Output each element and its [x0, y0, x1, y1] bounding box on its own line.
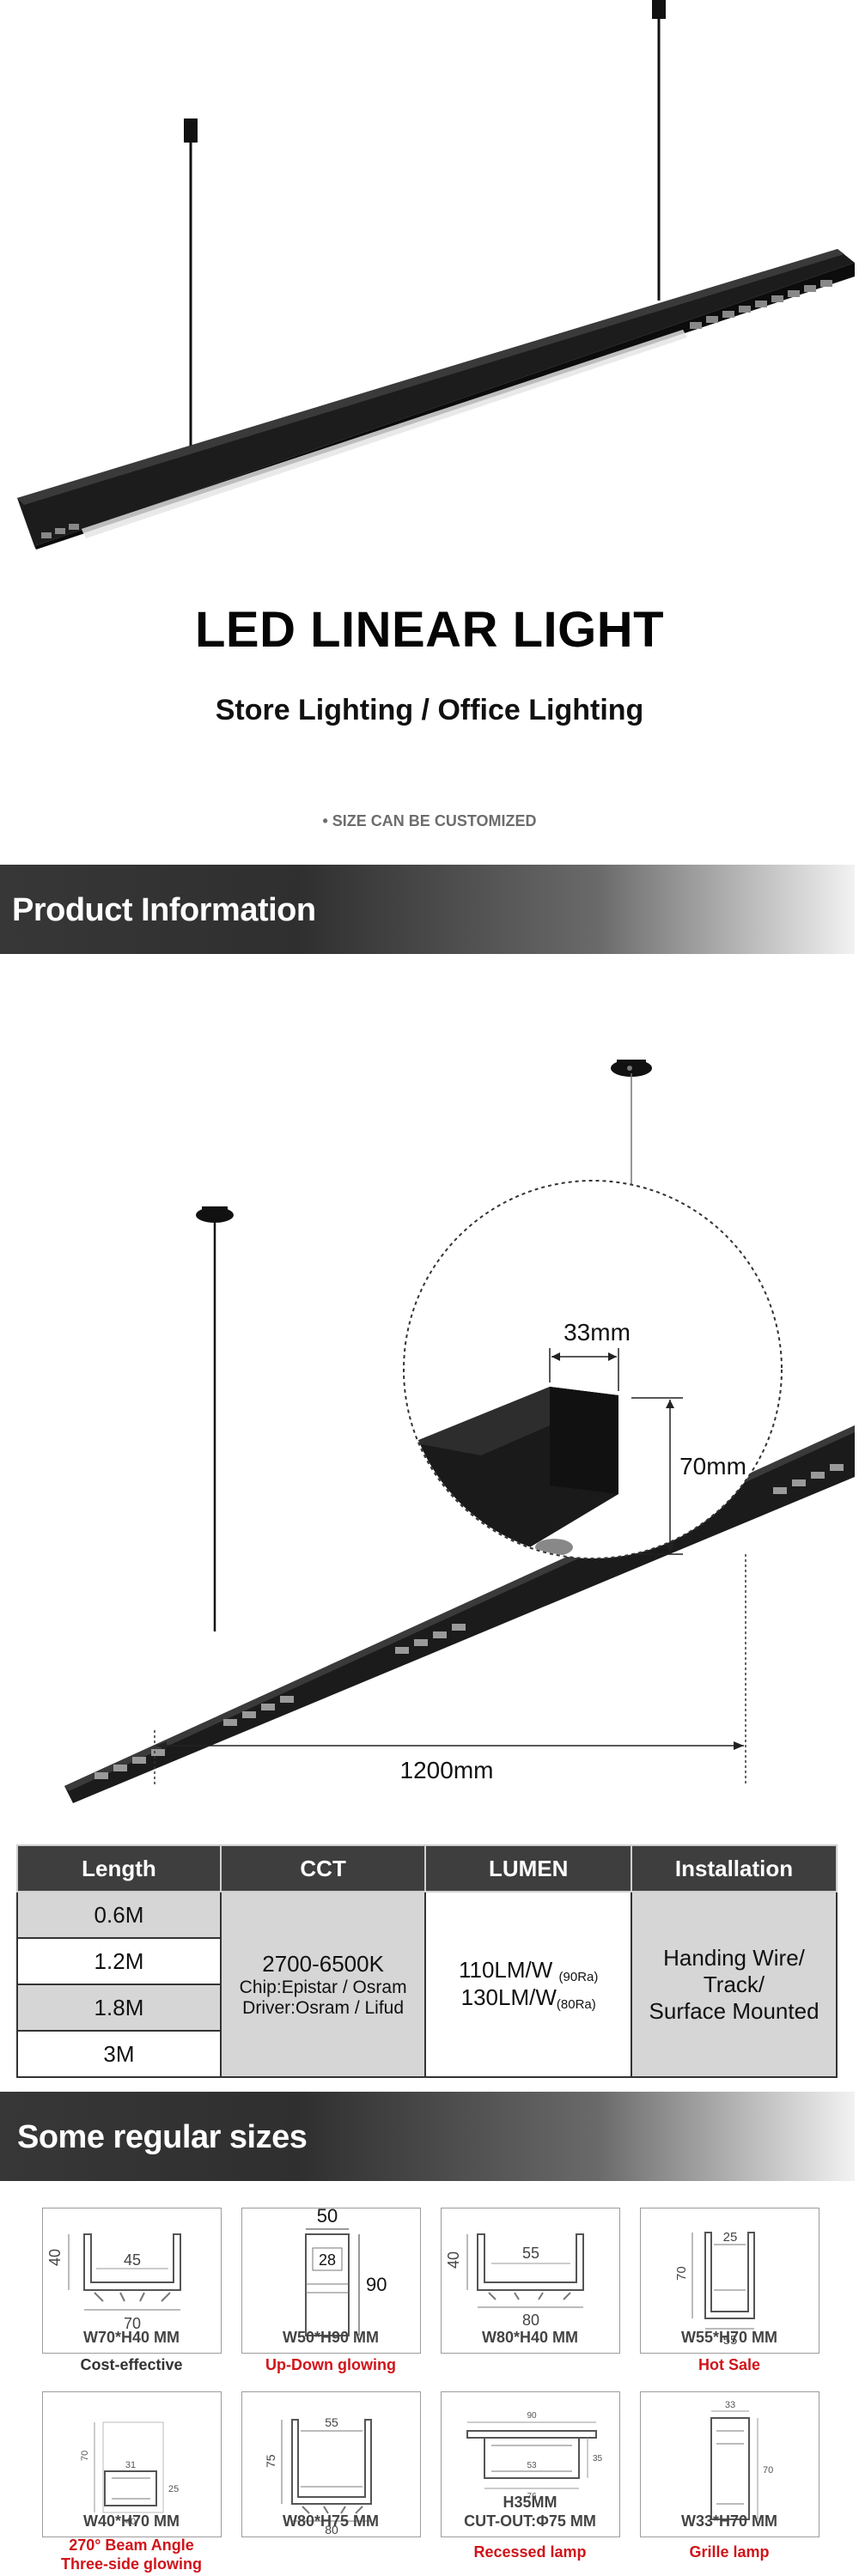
dim-width: 80	[522, 2312, 539, 2329]
install-line-1: Handing Wire/	[663, 1944, 805, 1971]
lumen-value-1: 110LM/W	[458, 1957, 553, 1983]
customize-note: • SIZE CAN BE CUSTOMIZED	[322, 812, 537, 829]
lumen-ra-2: (80Ra)	[556, 1997, 596, 2012]
dim-inner: 25	[723, 2230, 738, 2245]
size-card-w40h70: 70 31 40 25	[42, 2391, 222, 2537]
dim-width: 70	[124, 2315, 141, 2332]
size-card-w80h75: 75 55 80	[241, 2391, 421, 2537]
size-card-w55h70: 70 25 55	[640, 2208, 819, 2354]
hero-subtitle: Store Lighting / Office Lighting	[215, 694, 644, 726]
sizes-banner: Some regular sizes	[0, 2092, 855, 2181]
dim-side: 25	[168, 2484, 179, 2494]
header-installation: Installation	[631, 1844, 838, 1893]
dim-height: 75	[264, 2454, 277, 2468]
spec-table-header: Length CCT LUMEN Installation	[16, 1844, 838, 1893]
size-tag: Cost-effective	[80, 2356, 183, 2373]
hero-title: LED LINEAR LIGHT	[194, 602, 665, 658]
header-length: Length	[16, 1844, 222, 1893]
lumen-cell: 110LM/W (90Ra) 130LM/W(80Ra)	[424, 1891, 633, 2078]
header-lumen: LUMEN	[424, 1844, 633, 1893]
dim-inner: 31	[125, 2460, 136, 2470]
table-row: 0.6M 2700-6500K Chip:Epistar / Osram Dri…	[16, 1891, 838, 2078]
sizes-title: Some regular sizes	[17, 2119, 308, 2155]
size-tag: Hot Sale	[698, 2356, 761, 2373]
dim-height: 70	[80, 2451, 90, 2461]
table-row: 1.2M	[16, 1937, 837, 1985]
size-tag: Recessed lamp	[473, 2543, 587, 2561]
size-name: H35MM	[503, 2494, 557, 2511]
profile-drawing: 40 45 70	[46, 2233, 181, 2332]
size-name: W80*H40 MM	[481, 2329, 579, 2346]
size-name: W50*H90 MM	[282, 2329, 380, 2346]
driver-value: Driver:Osram / Lifud	[242, 1997, 405, 2018]
size-name: W70*H40 MM	[82, 2329, 180, 2346]
size-name: W33*H70 MM	[680, 2512, 778, 2530]
cct-cell: 2700-6500K Chip:Epistar / Osram Driver:O…	[219, 1891, 427, 2078]
profile-drawing: 70 31 40 25	[80, 2421, 179, 2527]
width-dimension-label: 33mm	[564, 1319, 631, 1346]
dim-inner: 28	[319, 2251, 336, 2269]
install-line-3: Surface Mounted	[649, 1997, 819, 2024]
dim-inner: 45	[124, 2251, 141, 2269]
dim-width: 55	[723, 2333, 738, 2348]
chip-value: Chip:Epistar / Osram	[239, 1977, 407, 1997]
dim-height: 35	[593, 2454, 603, 2464]
length-cell: 0.6M	[16, 1891, 222, 1939]
length-cell: 1.2M	[16, 1937, 222, 1985]
length-cell: 1.8M	[16, 1984, 222, 2032]
dim-inner: 55	[325, 2415, 338, 2429]
dim-width: 33	[725, 2400, 735, 2410]
product-info-banner: Product Information	[0, 865, 855, 954]
profile-drawing: 50 28 90	[305, 2205, 387, 2336]
size-tag: Up-Down glowing	[265, 2356, 396, 2373]
profile-drawing: 33 70	[710, 2400, 773, 2520]
size-card-w80h40: 40 55 80	[441, 2208, 620, 2354]
size-card-w33h70: 33 70	[640, 2391, 819, 2537]
table-row: 1.8M	[16, 1984, 837, 2032]
height-dimension-label: 70mm	[679, 1453, 746, 1479]
lumen-ra-1: (90Ra)	[558, 1970, 599, 1984]
dim-height: 40	[445, 2251, 462, 2269]
dim-height: 90	[366, 2274, 387, 2295]
spec-table: Length CCT LUMEN Installation 0.6M 2700-…	[16, 1844, 838, 2078]
size-name-2: CUT-OUT:Φ75 MM	[464, 2512, 596, 2530]
size-name: W80*H75 MM	[282, 2512, 380, 2530]
size-card-w50h90: 50 28 90	[241, 2205, 421, 2354]
size-card-h35-recessed: 90 53 35 76	[441, 2391, 620, 2537]
install-line-2: Track/	[703, 1971, 765, 1997]
size-tag-2: Three-side glowing	[60, 2555, 202, 2573]
dim-width: 80	[325, 2523, 338, 2537]
dim-inner: 55	[522, 2245, 539, 2262]
dim-width: 40	[125, 2517, 136, 2527]
size-card-w70h40: 40 45 70	[42, 2208, 222, 2354]
profile-drawing: 70 25 55	[674, 2230, 755, 2348]
header-cct: CCT	[219, 1844, 427, 1893]
dim-base: 76	[527, 2492, 537, 2501]
dim-height: 70	[674, 2266, 689, 2281]
dim-width: 90	[527, 2411, 537, 2421]
cct-value: 2700-6500K	[262, 1950, 384, 1977]
dim-height: 70	[763, 2465, 773, 2476]
size-name: W55*H70 MM	[680, 2329, 778, 2346]
profile-drawing: 75 55 80	[264, 2415, 372, 2537]
product-dimension-diagram: 33mm 70mm 1200mm	[64, 1060, 855, 1803]
length-dimension-label: 1200mm	[400, 1757, 494, 1783]
installation-cell: Handing Wire/ Track/ Surface Mounted	[631, 1891, 838, 2078]
product-info-title: Product Information	[12, 892, 316, 928]
dim-inner: 53	[527, 2461, 537, 2470]
length-cell: 3M	[16, 2030, 222, 2078]
size-tag: Grille lamp	[689, 2543, 770, 2561]
size-tag: 270° Beam Angle	[69, 2537, 194, 2554]
profile-drawing: 40 55 80	[445, 2233, 584, 2329]
hero-product-image	[17, 0, 855, 550]
profile-drawing: 90 53 35 76	[466, 2411, 603, 2501]
dim-height: 40	[46, 2249, 64, 2266]
table-row: 3M	[16, 2030, 837, 2078]
dim-width: 50	[317, 2208, 338, 2227]
size-name: W40*H70 MM	[82, 2512, 180, 2530]
lumen-value-2: 130LM/W	[460, 1984, 557, 2010]
